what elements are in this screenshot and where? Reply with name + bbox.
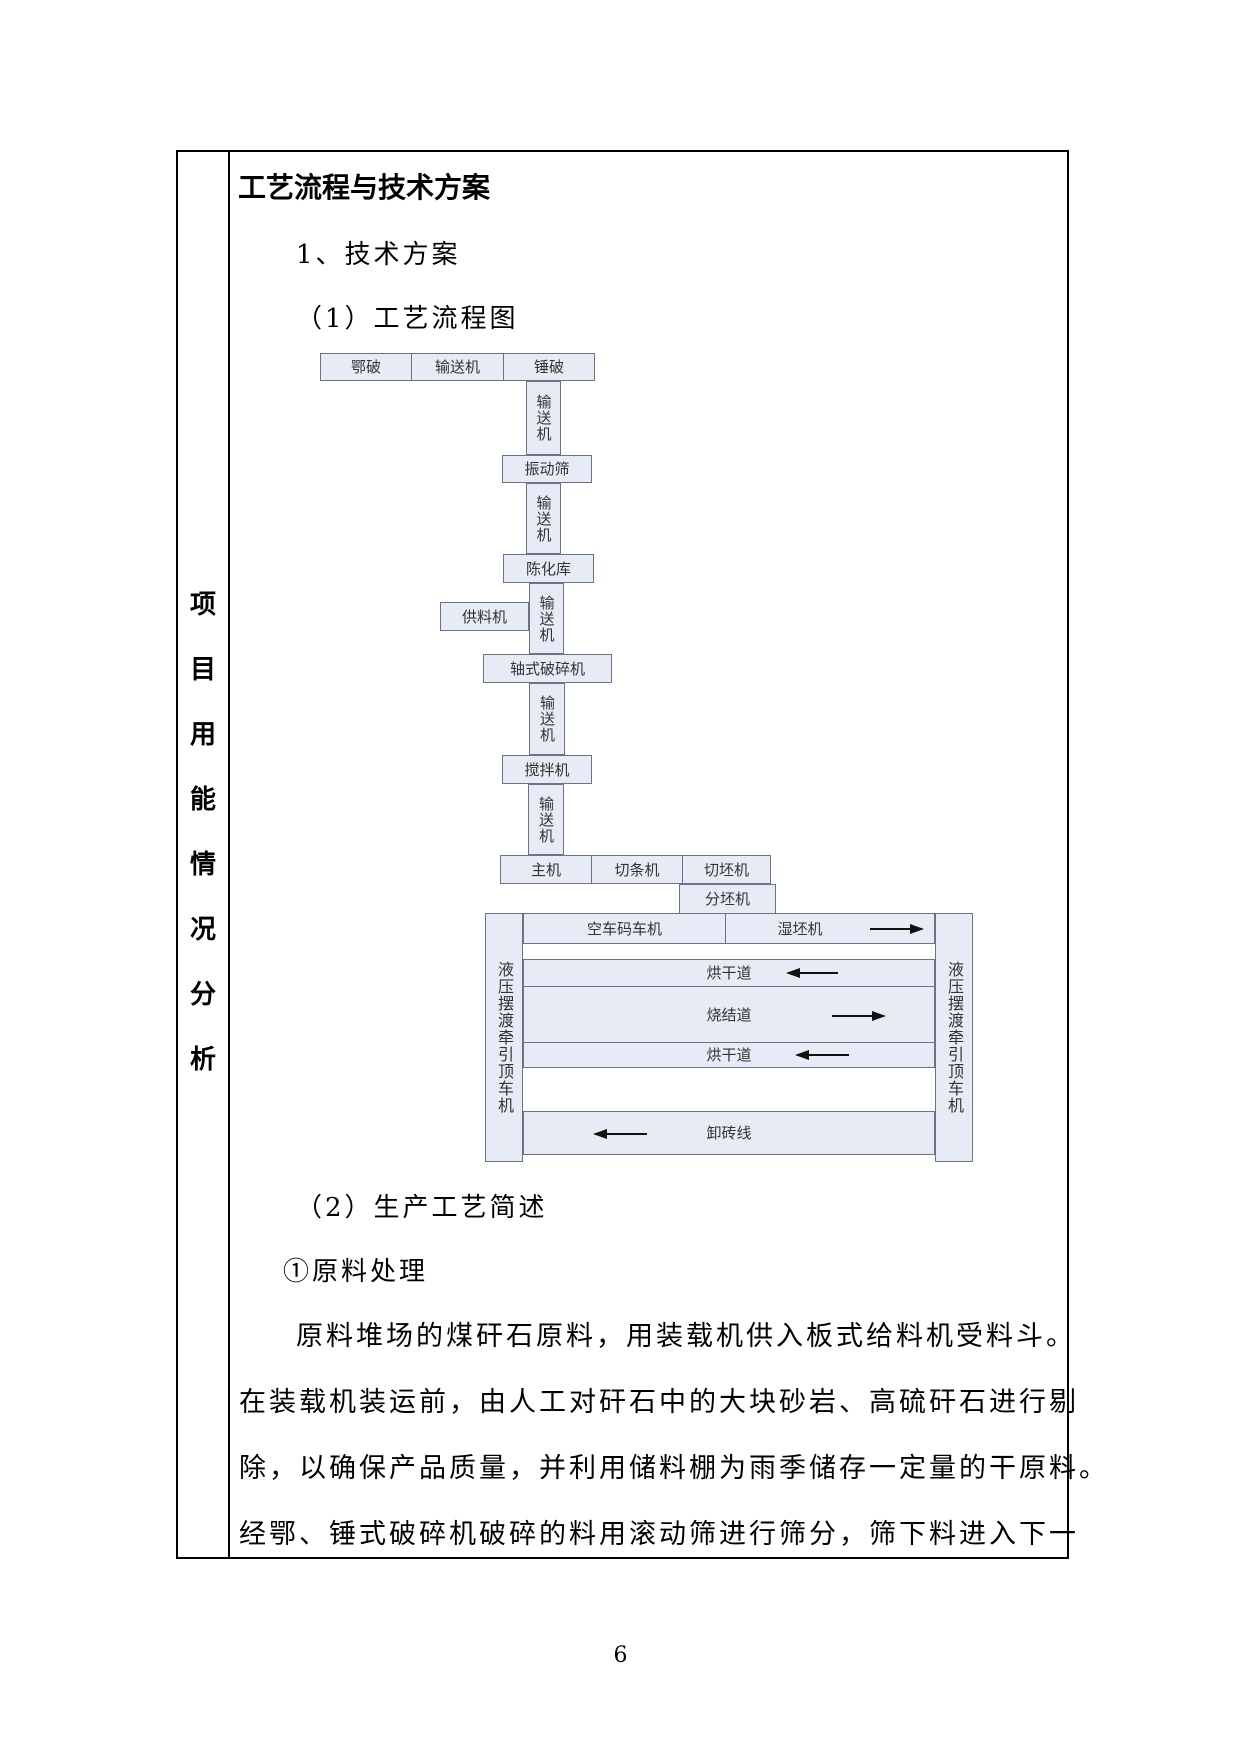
process-description-title: （2）生产工艺简述: [296, 1193, 548, 1223]
side-char: 分: [189, 980, 216, 1010]
side-char: 能: [189, 785, 216, 815]
flow-node-conveyor: 输送机: [411, 353, 504, 381]
section-heading: 工艺流程与技术方案: [238, 171, 491, 204]
flow-node-blank-cutter: 切坯机: [682, 855, 771, 884]
flow-node-mixer: 搅拌机: [502, 755, 592, 784]
flow-node-vibrating-screen: 振动筛: [502, 455, 592, 483]
arrow-left-icon: [795, 1048, 849, 1062]
flow-node-strip-cutter: 切条机: [591, 855, 683, 884]
flow-node-left-transfer-car: 液压摆渡牵引顶车机: [485, 913, 523, 1162]
paragraph-line: 除，以确保产品质量，并利用储料棚为雨季储存一定量的干原料。: [239, 1453, 1109, 1484]
side-char: 析: [189, 1045, 216, 1075]
wet-blank-label: 湿坯机: [777, 919, 823, 938]
side-char: 情: [189, 850, 216, 880]
flow-node-sintering-tunnel: 烧结道: [523, 986, 935, 1043]
arrow-right-icon: [832, 1009, 886, 1023]
flow-node-conveyor: 输送机: [526, 381, 561, 455]
side-label-cell: 项 目 用 能 情 况 分 析: [178, 152, 228, 1557]
flow-node-jaw-crusher: 鄂破: [320, 353, 412, 381]
paragraph-line: 原料堆场的煤矸石原料，用装载机供入板式给料机受料斗。: [296, 1321, 1076, 1352]
raw-material-title: ①原料处理: [283, 1257, 429, 1287]
flow-node-aging-silo: 陈化库: [503, 554, 594, 583]
flow-node-drying-tunnel-2: 烘干道: [523, 1042, 935, 1068]
side-char: 目: [189, 655, 216, 685]
page-number: 6: [613, 1643, 628, 1668]
subsection-title: 1、技术方案: [296, 240, 461, 270]
content-table: 项 目 用 能 情 况 分 析: [176, 150, 1069, 1559]
paragraph-line: 经鄂、锤式破碎机破碎的料用滚动筛进行筛分，筛下料进入下一: [239, 1519, 1079, 1550]
flow-node-brick-unloading-line: 卸砖线: [523, 1111, 935, 1155]
flow-node-conveyor: 输送机: [529, 583, 564, 654]
flow-node-blank-splitter: 分坯机: [679, 884, 776, 914]
arrow-left-icon: [786, 966, 838, 980]
flowchart-title: （1）工艺流程图: [296, 304, 519, 334]
side-char: 项: [189, 590, 216, 620]
side-char: 况: [189, 915, 216, 945]
flow-node-hammer-crusher: 锤破: [503, 353, 595, 381]
flow-node-right-transfer-car: 液压摆渡牵引顶车机: [935, 913, 973, 1162]
flow-node-feeder: 供料机: [440, 602, 529, 631]
arrow-left-icon: [593, 1127, 647, 1141]
flow-node-conveyor: 输送机: [528, 784, 564, 855]
paragraph-line: 在装载机装运前，由人工对矸石中的大块砂岩、高硫矸石进行剔: [239, 1387, 1079, 1418]
column-divider: [228, 152, 230, 1557]
side-char: 用: [189, 720, 216, 750]
flow-node-conveyor: 输送机: [526, 483, 561, 554]
flow-node-drying-tunnel-1: 烘干道: [523, 959, 935, 987]
flow-node-main-machine: 主机: [500, 855, 592, 884]
flow-node-shaft-crusher: 轴式破碎机: [483, 654, 612, 683]
arrow-right-icon: [870, 922, 924, 936]
flow-node-empty-car-stacker: 空车码车机: [523, 913, 726, 944]
flow-node-conveyor: 输送机: [529, 683, 565, 755]
